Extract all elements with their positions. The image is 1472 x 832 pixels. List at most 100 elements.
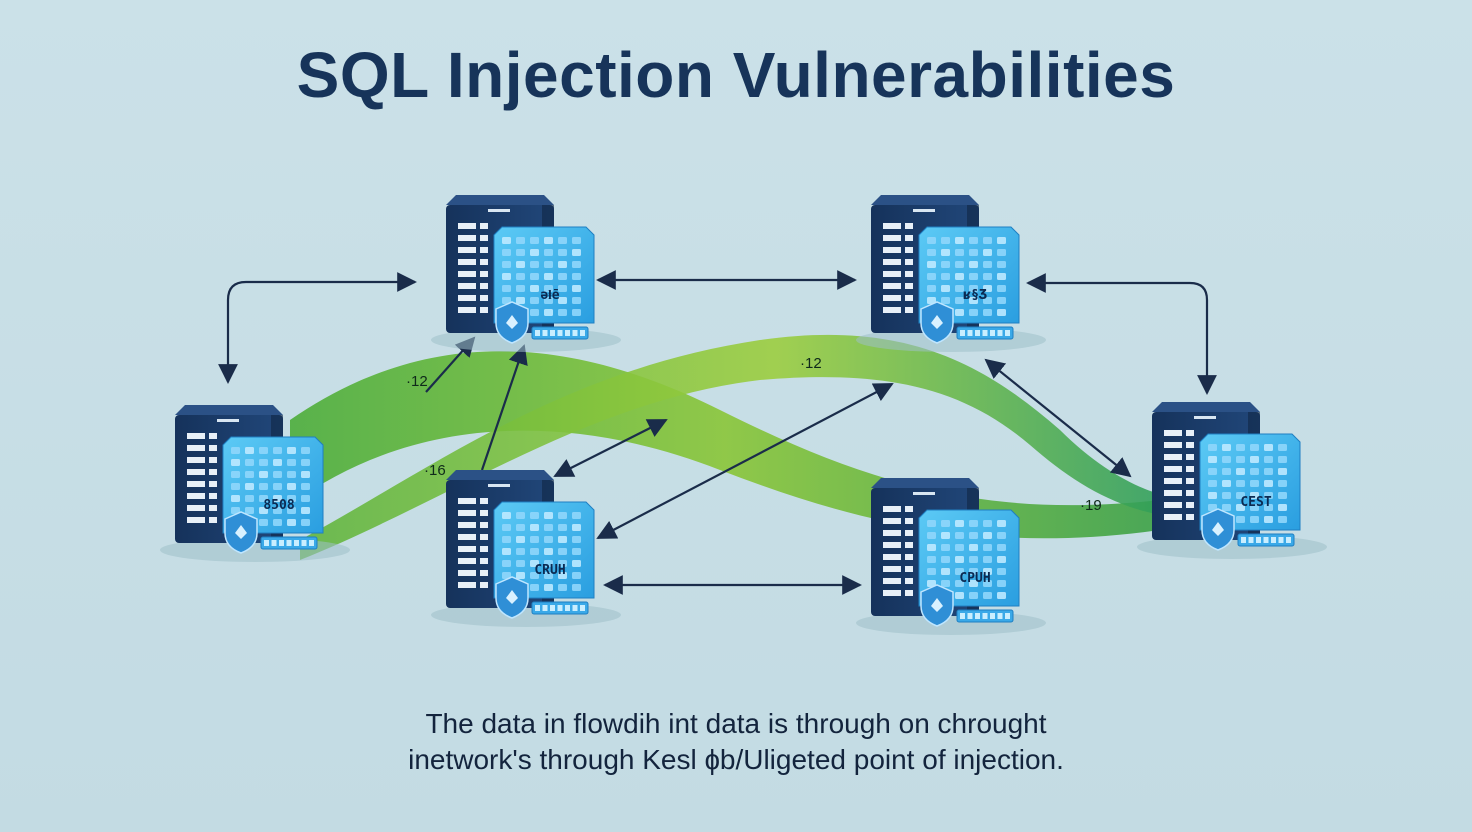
data-flow-ribbons: [290, 334, 1165, 560]
panel-cell: [544, 237, 553, 244]
drive-bay-led: [905, 554, 913, 560]
drive-bay-led: [480, 510, 488, 516]
drive-bay-led: [905, 283, 913, 289]
panel-cell: [941, 580, 950, 587]
drive-bay-led: [905, 223, 913, 229]
panel-cell: [997, 237, 1006, 244]
panel-cell: [287, 495, 296, 502]
drive-bay-led: [905, 247, 913, 253]
panel-chip-label: CRUH: [534, 563, 565, 578]
panel-cell: [558, 237, 567, 244]
panel-cell: [941, 273, 950, 280]
panel-cell: [572, 297, 581, 304]
panel-cell: [1208, 504, 1217, 511]
panel-cell: [1222, 444, 1231, 451]
panel-cell: [502, 548, 511, 555]
panel-cell: [1236, 516, 1245, 523]
keypad-key: [535, 605, 540, 611]
drive-bay-led: [209, 505, 217, 511]
drive-bay: [883, 506, 901, 512]
panel-cell: [287, 483, 296, 490]
panel-cell: [969, 273, 978, 280]
panel-cell: [259, 459, 268, 466]
panel-cell: [983, 309, 992, 316]
keypad-key: [967, 613, 973, 619]
panel-cell: [969, 237, 978, 244]
server-mid-left: 8508: [160, 405, 350, 562]
drive-bay-led: [905, 590, 913, 596]
panel-cell: [941, 556, 950, 563]
drive-bay: [458, 235, 476, 241]
panel-cell: [502, 237, 511, 244]
panel-cell: [544, 309, 553, 316]
shield-emblem-icon: [931, 598, 943, 612]
panel-cell: [955, 568, 964, 575]
panel-cell: [941, 237, 950, 244]
server-far-right: CEST: [1137, 402, 1327, 559]
flow-label-right: ·19: [1080, 497, 1102, 514]
panel-cell: [1236, 456, 1245, 463]
drive-bay-led: [480, 546, 488, 552]
drive-bay: [883, 307, 901, 313]
keypad-key: [1248, 537, 1254, 543]
panel-cell: [530, 249, 539, 256]
panel-cell: [558, 584, 567, 591]
panel-cell: [544, 273, 553, 280]
drive-bay: [1164, 478, 1182, 484]
panel-cell: [1250, 444, 1259, 451]
drive-bay-led: [905, 530, 913, 536]
keypad-key: [294, 540, 299, 546]
panel-cell: [927, 532, 936, 539]
panel-cell: [1250, 456, 1259, 463]
panel-cell: [572, 584, 581, 591]
keypad-key: [565, 605, 570, 611]
panel-cell: [231, 483, 240, 490]
panel-cell: [502, 249, 511, 256]
panel-cell: [969, 556, 978, 563]
panel-cell: [259, 471, 268, 478]
server-slot: [488, 209, 510, 212]
connector-arrows: [218, 270, 1217, 595]
arrow-right-loop: [1026, 273, 1217, 395]
drive-bay: [883, 247, 901, 253]
shield-emblem-icon: [235, 525, 247, 539]
panel-cell: [927, 568, 936, 575]
panel-cell: [558, 261, 567, 268]
panel-cell: [955, 532, 964, 539]
keypad-key: [301, 540, 307, 546]
drive-bay: [458, 558, 476, 564]
panel-cell: [983, 285, 992, 292]
panel-cell: [516, 524, 525, 531]
drive-bay: [458, 498, 476, 504]
panel-cell: [1278, 504, 1287, 511]
drive-bay: [458, 259, 476, 265]
panel-cell: [983, 249, 992, 256]
drive-bay: [458, 510, 476, 516]
panel-cell: [1222, 504, 1231, 511]
panel-cell: [983, 273, 992, 280]
panel-cell: [231, 495, 240, 502]
panel-cell: [516, 297, 525, 304]
panel-cell: [1236, 480, 1245, 487]
panel-cell: [572, 524, 581, 531]
panel-cell: [530, 261, 539, 268]
shield-emblem-icon: [506, 590, 518, 604]
panel-cell: [516, 273, 525, 280]
keypad-key: [1278, 537, 1284, 543]
panel-cell: [1264, 516, 1273, 523]
server-slot: [913, 209, 935, 212]
drive-bay: [187, 505, 205, 511]
panel-cell: [301, 471, 310, 478]
panel-cell: [1264, 504, 1273, 511]
server-top-right: ʁ§Ʒ: [856, 195, 1046, 352]
drive-bay: [187, 433, 205, 439]
panel-cell: [245, 483, 254, 490]
panel-cell: [558, 536, 567, 543]
drive-bay: [187, 517, 205, 523]
panel-cell: [287, 459, 296, 466]
drive-bay-led: [1186, 490, 1194, 496]
keypad-key: [535, 330, 540, 336]
drive-bay: [883, 259, 901, 265]
